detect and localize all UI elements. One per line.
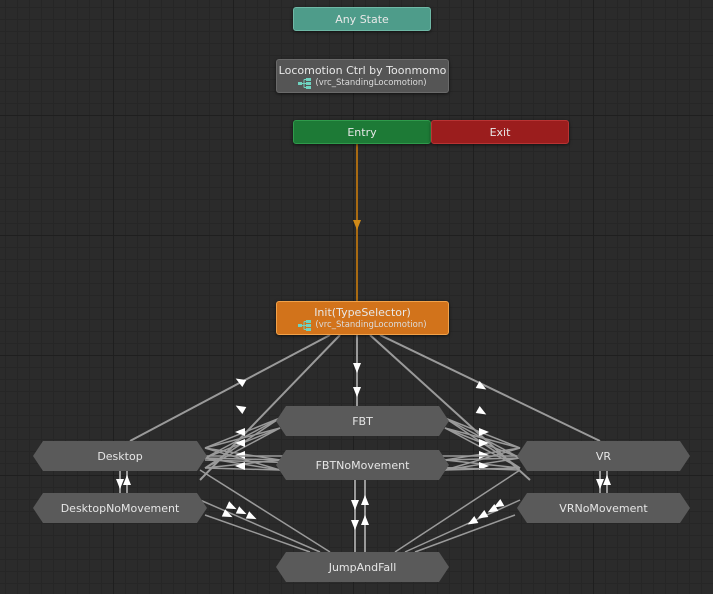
cross-arrow	[479, 462, 489, 470]
entry-node[interactable]: Entry	[293, 120, 431, 144]
init-vr-arrow	[475, 381, 487, 390]
init-to-vr-transition[interactable]	[379, 334, 601, 442]
fbt-jump-arrow	[361, 495, 369, 505]
cross-transition[interactable]	[444, 447, 521, 471]
fbt-jump-arrow	[351, 520, 359, 530]
locomotion-node-title: Locomotion Ctrl by Toonmomo	[278, 63, 447, 77]
state-desktop-label: Desktop	[97, 449, 143, 463]
desktop-jump-arrow	[235, 506, 247, 515]
vr-jump-arrow	[487, 504, 499, 513]
vr-jump-transition[interactable]	[394, 469, 521, 553]
desktop-jump-arrow	[225, 501, 237, 510]
cross-arrow	[479, 451, 489, 459]
state-jump-and-fall[interactable]: JumpAndFall	[276, 552, 449, 582]
fbt-jump-arrow	[351, 500, 359, 510]
state-vr[interactable]: VR	[517, 441, 690, 471]
state-fbt-no-movement[interactable]: FBTNoMovement	[276, 450, 449, 480]
desktop-jump-transition[interactable]	[204, 514, 311, 553]
init-fbt-arrow	[353, 363, 361, 373]
desktop-jump-transition[interactable]	[199, 499, 321, 553]
exit-node[interactable]: Exit	[431, 120, 569, 144]
cross-arrow	[235, 428, 245, 436]
init-type-selector-node[interactable]: Init(TypeSelector) (vrc_StandingLocomoti…	[276, 301, 449, 335]
locomotion-node-subtitle: (vrc_StandingLocomotion)	[315, 78, 427, 88]
cross-arrow	[235, 451, 245, 459]
entry-transition-arrow	[353, 220, 361, 230]
locomotion-substate-machine-node[interactable]: Locomotion Ctrl by Toonmomo (vrc_Standin…	[276, 59, 449, 93]
vr-jump-transition[interactable]	[414, 514, 516, 553]
vr-up-arrow	[603, 475, 611, 485]
state-vr-label: VR	[595, 449, 612, 463]
blend-tree-icon	[298, 319, 312, 331]
fbt-jump-arrow	[361, 515, 369, 525]
desktop-down-arrow	[116, 479, 124, 489]
state-vr-no-movement-label: VRNoMovement	[559, 501, 648, 515]
cross-transition[interactable]	[444, 427, 521, 469]
init-node-title: Init(TypeSelector)	[314, 305, 411, 319]
state-desktop-no-movement[interactable]: DesktopNoMovement	[33, 493, 207, 523]
init-fbt-arrow	[353, 387, 361, 397]
cross-arrow	[235, 462, 245, 470]
desktop-jump-arrow	[245, 511, 257, 520]
init-vr-arrow	[475, 406, 487, 415]
init-desktop-arrow	[235, 405, 247, 414]
init-to-desktop-transition[interactable]	[129, 334, 331, 442]
init-desktop-arrow	[235, 378, 247, 387]
vr-jump-arrow	[477, 510, 489, 519]
state-fbt-no-movement-label: FBTNoMovement	[315, 458, 410, 472]
desktop-jump-arrow	[221, 509, 233, 518]
state-fbt-label: FBT	[352, 414, 373, 428]
desktop-jump-transition[interactable]	[199, 469, 331, 553]
state-desktop[interactable]: Desktop	[33, 441, 207, 471]
cross-transition[interactable]	[204, 447, 281, 471]
cross-transition[interactable]	[444, 427, 521, 449]
cross-transition[interactable]	[204, 427, 281, 449]
cross-arrow	[235, 439, 245, 447]
cross-transition[interactable]	[204, 427, 281, 469]
init-node-subtitle: (vrc_StandingLocomotion)	[315, 320, 427, 330]
state-vr-no-movement[interactable]: VRNoMovement	[517, 493, 690, 523]
vr-jump-arrow	[467, 516, 479, 525]
blend-tree-icon	[298, 77, 312, 89]
desktop-up-arrow	[123, 475, 131, 485]
entry-label: Entry	[347, 125, 377, 139]
cross-arrow	[479, 428, 489, 436]
vr-down-arrow	[596, 479, 604, 489]
vr-jump-arrow	[493, 499, 505, 508]
state-desktop-no-movement-label: DesktopNoMovement	[60, 501, 180, 515]
state-jump-and-fall-label: JumpAndFall	[328, 560, 397, 574]
cross-arrow	[479, 439, 489, 447]
any-state-label: Any State	[335, 12, 389, 26]
any-state-node[interactable]: Any State	[293, 7, 431, 31]
state-fbt[interactable]: FBT	[276, 406, 449, 436]
exit-label: Exit	[489, 125, 511, 139]
vr-jump-transition[interactable]	[404, 499, 521, 553]
